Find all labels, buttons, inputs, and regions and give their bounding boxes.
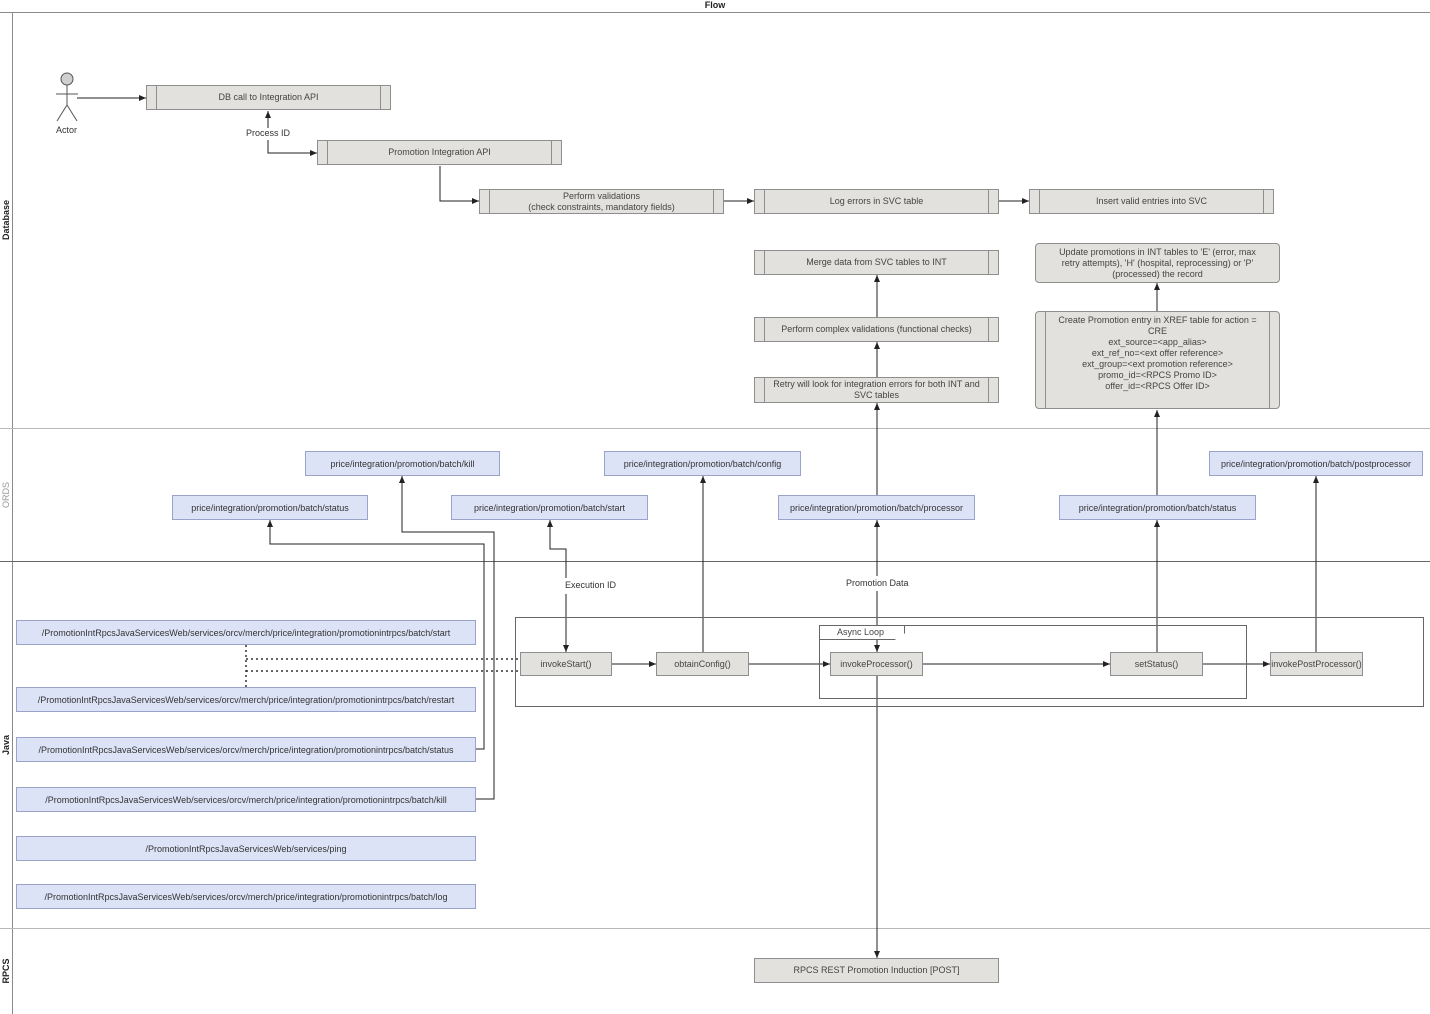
ords-status-endpoint-right: price/integration/promotion/batch/status: [1059, 495, 1256, 520]
insert-valid-step: Insert valid entries into SVC: [1029, 189, 1274, 214]
actor-icon: [56, 72, 78, 122]
execution-id-label: Execution ID: [565, 580, 617, 590]
lane-rpcs: RPCS: [0, 928, 13, 1014]
async-loop-frame: [819, 625, 1247, 699]
db-call-step: DB call to Integration API: [146, 85, 391, 110]
ords-start-endpoint: price/integration/promotion/batch/start: [451, 495, 648, 520]
ords-config-endpoint: price/integration/promotion/batch/config: [604, 451, 801, 476]
java-start-endpoint: /PromotionIntRpcsJavaServicesWeb/service…: [16, 620, 476, 645]
java-kill-endpoint: /PromotionIntRpcsJavaServicesWeb/service…: [16, 787, 476, 812]
ords-status-endpoint: price/integration/promotion/batch/status: [172, 495, 368, 520]
create-xref-step: Create Promotion entry in XREF table for…: [1035, 311, 1280, 409]
java-ping-endpoint: /PromotionIntRpcsJavaServicesWeb/service…: [16, 836, 476, 861]
ords-postprocessor-endpoint: price/integration/promotion/batch/postpr…: [1209, 451, 1423, 476]
actor-label: Actor: [56, 125, 78, 135]
obtain-config-function: obtainConfig(): [656, 652, 749, 676]
ords-kill-endpoint: price/integration/promotion/batch/kill: [305, 451, 500, 476]
process-id-label: Process ID: [246, 128, 291, 138]
retry-step: Retry will look for integration errors f…: [754, 377, 999, 403]
lane-separator: [0, 561, 1430, 562]
invoke-start-function: invokeStart(): [520, 652, 612, 676]
complex-validations-step: Perform complex validations (functional …: [754, 317, 999, 342]
lane-database: Database: [0, 12, 13, 428]
lane-separator: [0, 428, 1430, 429]
promotion-api-step: Promotion Integration API: [317, 140, 562, 165]
java-process-frame: [515, 617, 1424, 707]
java-status-endpoint: /PromotionIntRpcsJavaServicesWeb/service…: [16, 737, 476, 762]
perform-validations-step: Perform validations (check constraints, …: [479, 189, 724, 214]
java-restart-endpoint: /PromotionIntRpcsJavaServicesWeb/service…: [16, 687, 476, 712]
java-log-endpoint: /PromotionIntRpcsJavaServicesWeb/service…: [16, 884, 476, 909]
merge-data-step: Merge data from SVC tables to INT: [754, 250, 999, 275]
lane-separator: [0, 928, 1430, 929]
set-status-function: setStatus(): [1110, 652, 1203, 676]
diagram-title: Flow: [0, 0, 1430, 13]
ords-processor-endpoint: price/integration/promotion/batch/proces…: [778, 495, 975, 520]
lane-java: Java: [0, 561, 13, 928]
async-loop-label: Async Loop: [819, 625, 905, 640]
update-promotions-step: Update promotions in INT tables to 'E' (…: [1035, 243, 1280, 283]
invoke-post-processor-function: invokePostProcessor(): [1270, 652, 1363, 676]
promotion-data-label: Promotion Data: [846, 578, 909, 588]
invoke-processor-function: invokeProcessor(): [830, 652, 923, 676]
rpcs-induction-step: RPCS REST Promotion Induction [POST]: [754, 958, 999, 983]
lane-ords: ORDS: [0, 428, 13, 561]
log-errors-step: Log errors in SVC table: [754, 189, 999, 214]
